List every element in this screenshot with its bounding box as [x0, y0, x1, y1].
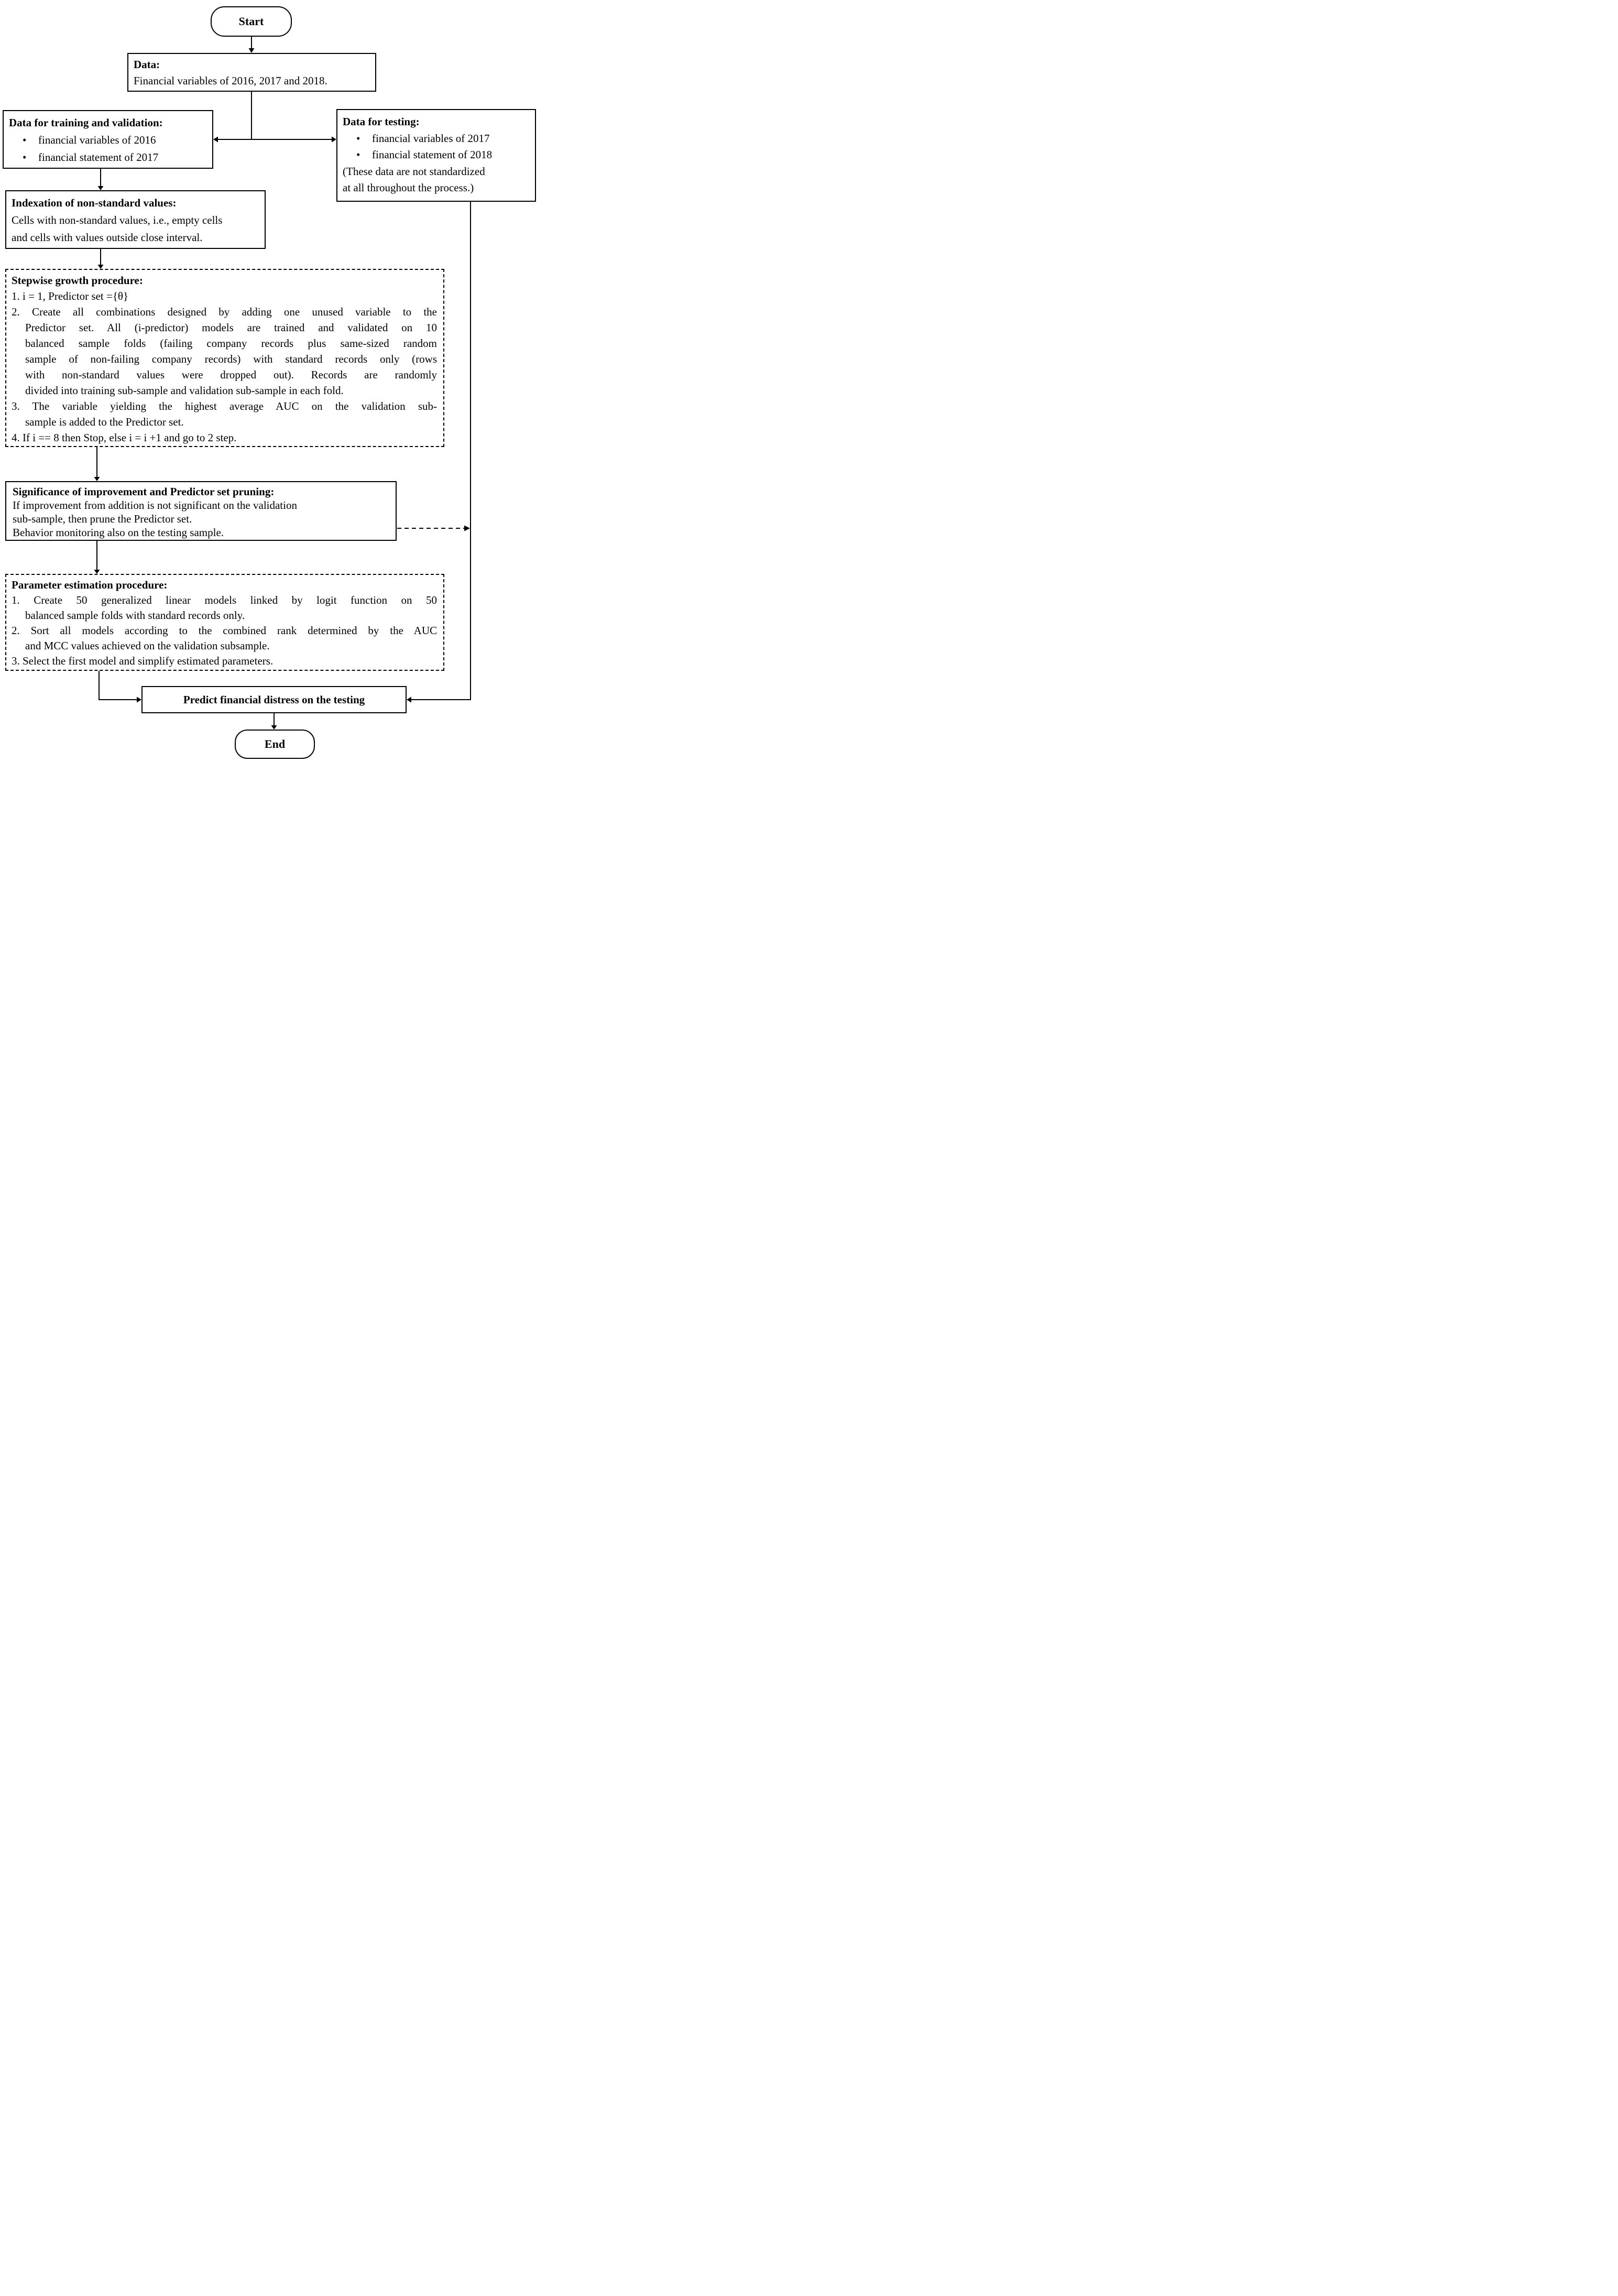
training-data-title: Data for training and validation:: [9, 116, 163, 129]
testing-bullet-2-text: financial statement of 2018: [372, 148, 493, 161]
training-bullet-1: • financial variables of 2016: [9, 132, 207, 149]
training-bullet-2: • financial statement of 2017: [9, 149, 207, 166]
parameter-line: and MCC values achieved on the validatio…: [25, 639, 270, 652]
stepwise-title: Stepwise growth procedure:: [12, 274, 143, 287]
significance-line-3: Behavior monitoring also on the testing …: [13, 526, 224, 539]
arrow-start-to-data: [248, 37, 255, 53]
indexation-box: Indexation of non-standard values: Cells…: [5, 190, 266, 249]
stepwise-line: balanced sample folds (failing company r…: [25, 337, 437, 350]
testing-data-title: Data for testing:: [343, 115, 420, 128]
testing-bullet-1-text: financial variables of 2017: [372, 132, 490, 145]
end-terminal: End: [235, 730, 315, 759]
bullet-icon: •: [356, 132, 360, 145]
data-box: Data: Financial variables of 2016, 2017 …: [127, 53, 376, 92]
predict-box: Predict financial distress on the testin…: [141, 686, 407, 713]
training-bullet-2-text: financial statement of 2017: [38, 151, 159, 164]
start-terminal: Start: [211, 6, 292, 37]
significance-title: Significance of improvement and Predicto…: [13, 485, 275, 498]
stepwise-line: 4. If i == 8 then Stop, else i = i +1 an…: [12, 431, 237, 444]
arrow-predict-to-end: [271, 713, 277, 730]
testing-bullet-1: • financial variables of 2017: [343, 130, 530, 147]
parameter-line: balanced sample folds with standard reco…: [25, 609, 245, 622]
arrow-indexation-to-stepwise: [97, 249, 104, 269]
testing-bullet-2: • financial statement of 2018: [343, 147, 530, 164]
arrow-parameter-to-predict: [99, 671, 141, 703]
bullet-icon: •: [356, 148, 360, 161]
stepwise-line: divided into training sub-sample and val…: [25, 384, 344, 397]
arrow-stepwise-to-significance: [94, 447, 100, 481]
predict-label: Predict financial distress on the testin…: [183, 693, 365, 706]
significance-box: Significance of improvement and Predicto…: [5, 481, 397, 541]
data-box-line: Financial variables of 2016, 2017 and 20…: [134, 74, 327, 87]
parameter-line: 1. Create 50 generalized linear models l…: [12, 594, 437, 606]
arrow-significance-to-parameter: [94, 541, 100, 574]
stepwise-line: with non-standard values were dropped ou…: [25, 368, 437, 381]
start-label: Start: [238, 15, 264, 28]
stepwise-line: sample is added to the Predictor set.: [25, 416, 184, 428]
indexation-line-1: Cells with non-standard values, i.e., em…: [12, 214, 223, 226]
testing-note-line-1: (These data are not standardized: [343, 165, 485, 178]
parameter-line: 3. Select the first model and simplify e…: [12, 655, 274, 667]
parameter-title: Parameter estimation procedure:: [12, 579, 168, 591]
bullet-icon: •: [23, 151, 27, 164]
stepwise-line: 3. The variable yielding the highest ave…: [12, 400, 437, 412]
stepwise-line: sample of non-failing company records) w…: [25, 353, 437, 365]
indexation-title: Indexation of non-standard values:: [12, 197, 177, 209]
arrow-training-to-indexation: [97, 169, 104, 190]
end-label: End: [264, 737, 286, 750]
parameter-line: 2. Sort all models according to the comb…: [12, 624, 437, 637]
data-box-title: Data:: [134, 58, 160, 71]
arrow-data-split: [213, 92, 336, 143]
stepwise-procedure-box: Stepwise growth procedure: 1. i = 1, Pre…: [5, 269, 444, 447]
bullet-icon: •: [23, 134, 27, 146]
stepwise-line: 2. Create all combinations designed by a…: [12, 306, 437, 318]
indexation-line-2: and cells with values outside close inte…: [12, 231, 203, 244]
significance-line-1: If improvement from addition is not sign…: [13, 499, 297, 512]
flowchart-page: Start Data: Financial variables of 2016,…: [0, 0, 539, 765]
stepwise-line: Predictor set. All (i-predictor) models …: [25, 321, 437, 334]
training-data-box: Data for training and validation: • fina…: [3, 110, 213, 169]
stepwise-line: 1. i = 1, Predictor set ={θ}: [12, 290, 129, 302]
dashed-arrow-significance-to-testing-line: [397, 525, 470, 531]
training-bullet-1-text: financial variables of 2016: [38, 134, 156, 146]
testing-note-line-2: at all throughout the process.): [343, 181, 474, 194]
parameter-estimation-box: Parameter estimation procedure: 1. Creat…: [5, 574, 444, 671]
significance-line-2: sub-sample, then prune the Predictor set…: [13, 513, 192, 525]
testing-data-box: Data for testing: • financial variables …: [336, 109, 536, 202]
